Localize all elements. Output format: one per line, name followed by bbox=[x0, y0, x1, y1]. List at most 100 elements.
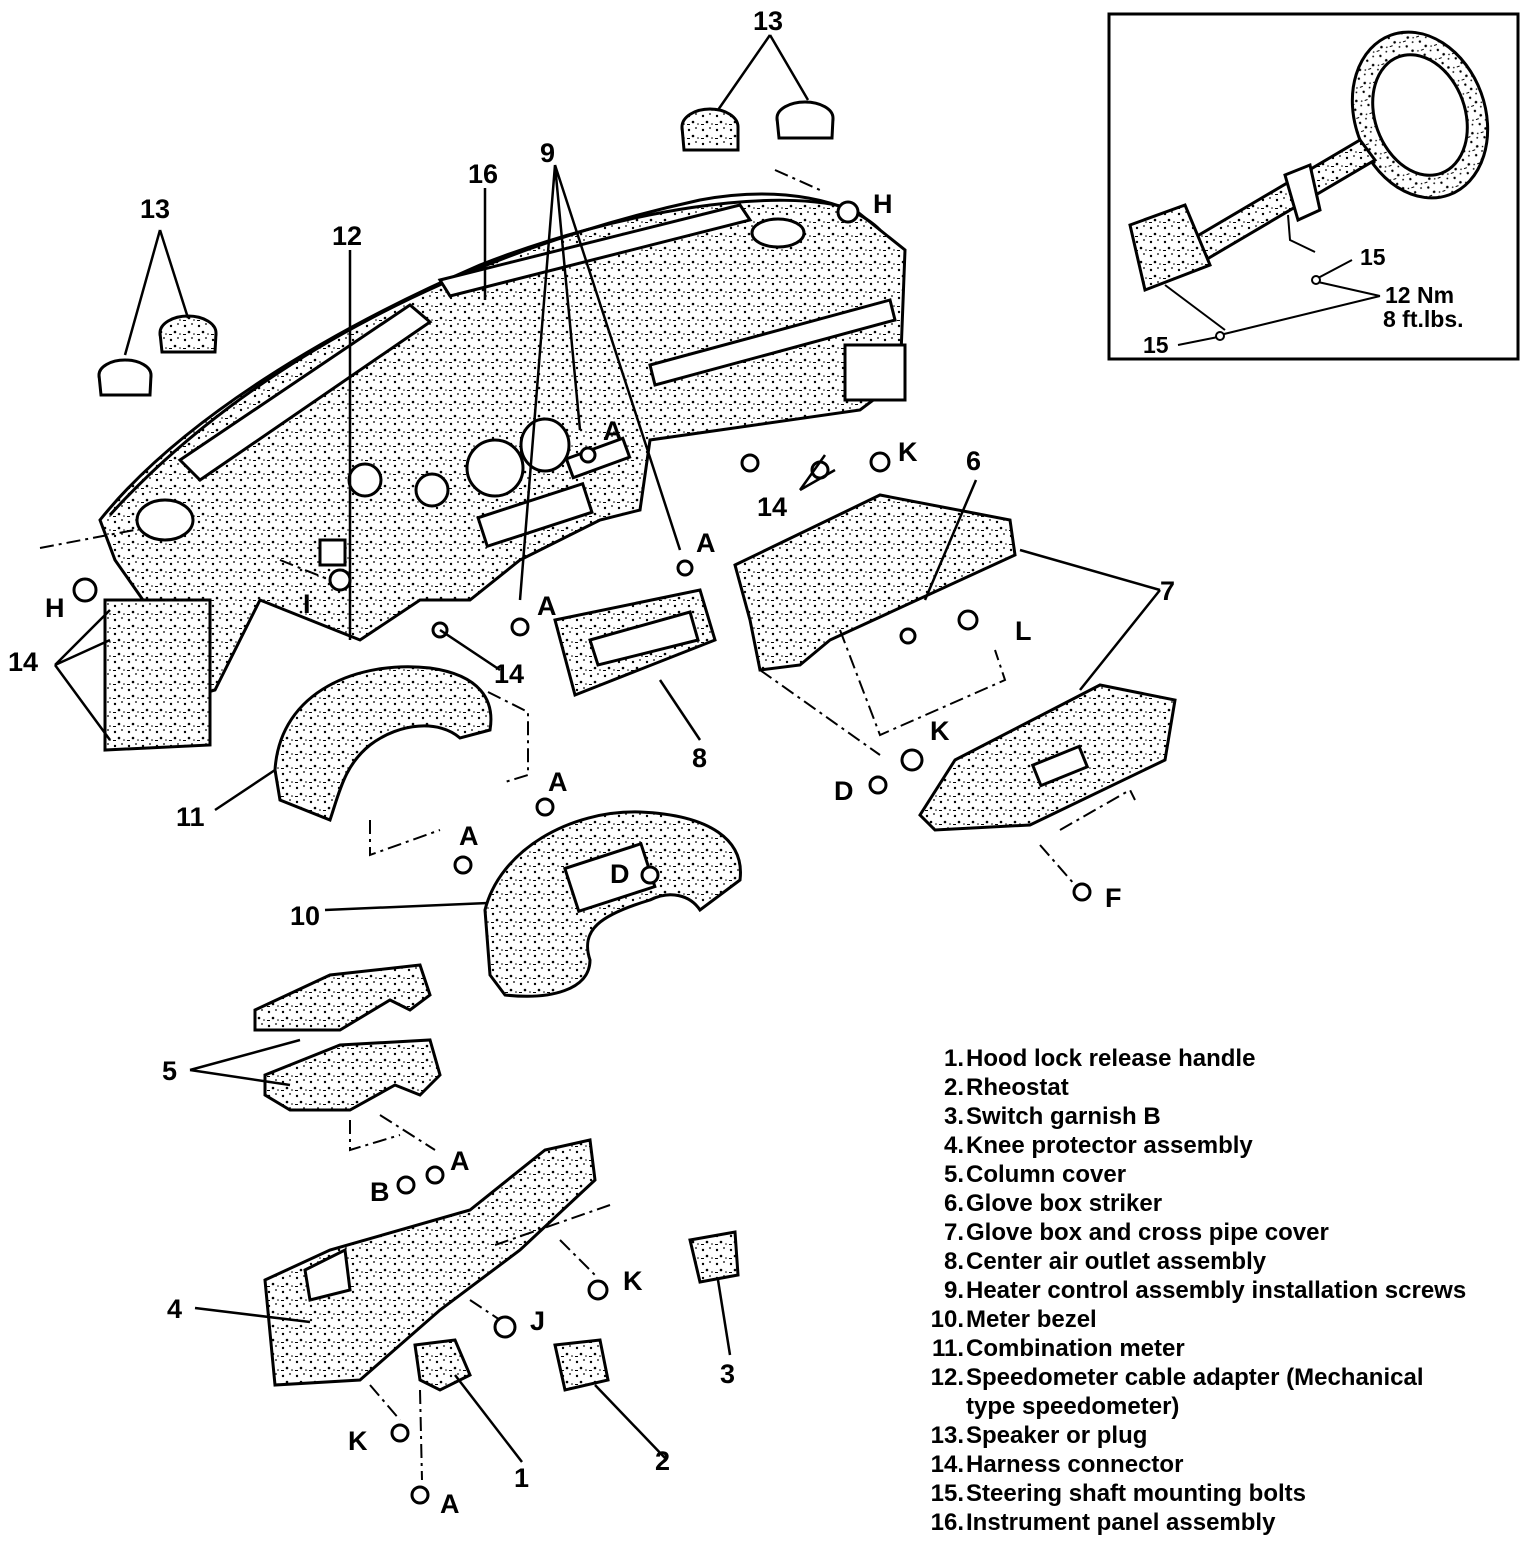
callout-a-col: A bbox=[450, 1146, 470, 1176]
inset-callout-15-upper: 15 bbox=[1360, 244, 1386, 270]
legend-text: Center air outlet assembly bbox=[966, 1248, 1267, 1275]
legend-number: 9. bbox=[943, 1277, 964, 1304]
legend-number: 7. bbox=[943, 1219, 964, 1246]
legend-text: Switch garnish B bbox=[966, 1103, 1161, 1130]
legend-item: 1.Hood lock release handle bbox=[914, 1044, 1530, 1073]
callout-h-left: H bbox=[45, 593, 65, 623]
legend-text: Steering shaft mounting bolts bbox=[966, 1480, 1306, 1507]
legend-item: 4.Knee protector assembly bbox=[914, 1131, 1530, 1160]
callout-14-left: 14 bbox=[8, 647, 38, 677]
legend-text: Combination meter bbox=[966, 1335, 1185, 1362]
callout-a-c11b: A bbox=[459, 821, 479, 851]
callout-d-glove: D bbox=[834, 776, 854, 806]
callout-13-left: 13 bbox=[140, 194, 170, 224]
callout-8: 8 bbox=[692, 743, 707, 773]
legend-number: 4. bbox=[943, 1132, 964, 1159]
column-cover-lower bbox=[263, 1038, 442, 1112]
legend-number: 16. bbox=[930, 1509, 964, 1536]
callout-14-mid: 14 bbox=[757, 492, 787, 522]
fasteners bbox=[72, 200, 1092, 1505]
callout-1: 1 bbox=[514, 1463, 529, 1493]
callout-5: 5 bbox=[162, 1056, 177, 1086]
center-air-outlet-assembly bbox=[553, 588, 717, 698]
callout-7: 7 bbox=[1160, 576, 1175, 606]
legend-item: 7.Glove box and cross pipe cover bbox=[914, 1218, 1530, 1247]
inset-callout-15-lower: 15 bbox=[1143, 332, 1169, 358]
callout-a-right: A bbox=[696, 528, 716, 558]
knee-protector-assembly bbox=[263, 1138, 597, 1387]
legend-item: 5.Column cover bbox=[914, 1160, 1530, 1189]
callout-j: J bbox=[530, 1306, 545, 1336]
torque-nm: 12 Nm bbox=[1385, 282, 1454, 308]
plug-top-right bbox=[775, 100, 835, 140]
legend-item: 8.Center air outlet assembly bbox=[914, 1247, 1530, 1276]
callout-h-top: H bbox=[873, 189, 893, 219]
legend-text: Heater control assembly installation scr… bbox=[966, 1277, 1467, 1304]
legend-text: Hood lock release handle bbox=[966, 1045, 1256, 1072]
callout-13-top: 13 bbox=[753, 6, 783, 36]
legend-number: 13. bbox=[930, 1422, 964, 1449]
legend-item: 16.Instrument panel assembly bbox=[914, 1508, 1530, 1537]
callout-11: 11 bbox=[176, 802, 205, 832]
legend-item: 9.Heater control assembly installation s… bbox=[914, 1276, 1530, 1305]
legend-number: 10. bbox=[930, 1306, 964, 1333]
callout-b: B bbox=[370, 1177, 390, 1207]
callout-l: L bbox=[1015, 616, 1032, 646]
callout-k-bot: K bbox=[348, 1426, 368, 1456]
legend-item: 14.Harness connector bbox=[914, 1450, 1530, 1479]
glove-box bbox=[918, 683, 1177, 832]
callout-2: 2 bbox=[655, 1446, 670, 1476]
inset-leaders bbox=[1164, 214, 1381, 346]
legend-item: 13.Speaker or plug bbox=[914, 1421, 1530, 1450]
meter-bezel bbox=[483, 810, 742, 998]
steering-shaft-inset: 15 15 12 Nm 8 ft.lbs. bbox=[1107, 12, 1520, 361]
steering-column-drawing bbox=[1128, 30, 1490, 293]
legend-number: 8. bbox=[943, 1248, 964, 1275]
callout-9: 9 bbox=[540, 138, 555, 168]
speaker-left bbox=[158, 314, 218, 354]
callout-k-knee: K bbox=[623, 1266, 643, 1296]
legend-text: Instrument panel assembly bbox=[966, 1509, 1276, 1536]
legend-text: Column cover bbox=[966, 1161, 1127, 1188]
legend-text: Meter bezel bbox=[966, 1306, 1097, 1333]
dash-dot-lines bbox=[39, 169, 1136, 1481]
callout-12: 12 bbox=[332, 221, 362, 251]
callout-6: 6 bbox=[966, 446, 981, 476]
legend-item: type speedometer) bbox=[914, 1392, 1530, 1421]
legend-text: Speedometer cable adapter (Mechanical bbox=[966, 1364, 1424, 1391]
callout-a-c11a: A bbox=[548, 767, 568, 797]
legend-text: Rheostat bbox=[966, 1074, 1069, 1101]
legend-text: Harness connector bbox=[966, 1451, 1184, 1478]
legend-item: 6.Glove box striker bbox=[914, 1189, 1530, 1218]
legend-item: 2.Rheostat bbox=[914, 1073, 1530, 1102]
legend-number: 11. bbox=[931, 1335, 964, 1362]
torque-ftlb: 8 ft.lbs. bbox=[1383, 306, 1464, 332]
callout-a-mid: A bbox=[537, 591, 557, 621]
rheostat bbox=[553, 1338, 610, 1392]
legend-number: 14. bbox=[930, 1451, 964, 1478]
callout-a-heater: A bbox=[603, 416, 623, 446]
legend-number: 15. bbox=[930, 1480, 964, 1507]
legend-number: 12. bbox=[930, 1364, 964, 1391]
legend-text: Knee protector assembly bbox=[966, 1132, 1253, 1159]
callout-k-top: K bbox=[898, 437, 918, 467]
callout-4: 4 bbox=[167, 1294, 182, 1324]
legend-item: 15.Steering shaft mounting bolts bbox=[914, 1479, 1530, 1508]
legend-number: 6. bbox=[943, 1190, 964, 1217]
callout-a-bot: A bbox=[440, 1489, 460, 1519]
legend-item: 11.Combination meter bbox=[914, 1334, 1530, 1363]
callout-labels: 13 13 16 12 9 H H A A A K 14 14 14 6 7 L… bbox=[8, 6, 1175, 1519]
legend-number: 1. bbox=[943, 1045, 964, 1072]
column-cover-upper bbox=[253, 963, 432, 1032]
legend-number: 3. bbox=[943, 1103, 964, 1130]
switch-garnish-b bbox=[688, 1230, 740, 1284]
callout-3: 3 bbox=[720, 1359, 735, 1389]
leader-lines bbox=[53, 34, 1161, 1463]
legend-item: 12.Speedometer cable adapter (Mechanical bbox=[914, 1363, 1530, 1392]
legend-item: 3.Switch garnish B bbox=[914, 1102, 1530, 1131]
callout-14-bot: 14 bbox=[494, 659, 524, 689]
legend-number: 5. bbox=[943, 1161, 964, 1188]
cross-pipe-cover bbox=[733, 493, 1017, 672]
plug-left bbox=[97, 358, 153, 397]
callout-f: F bbox=[1105, 883, 1122, 913]
